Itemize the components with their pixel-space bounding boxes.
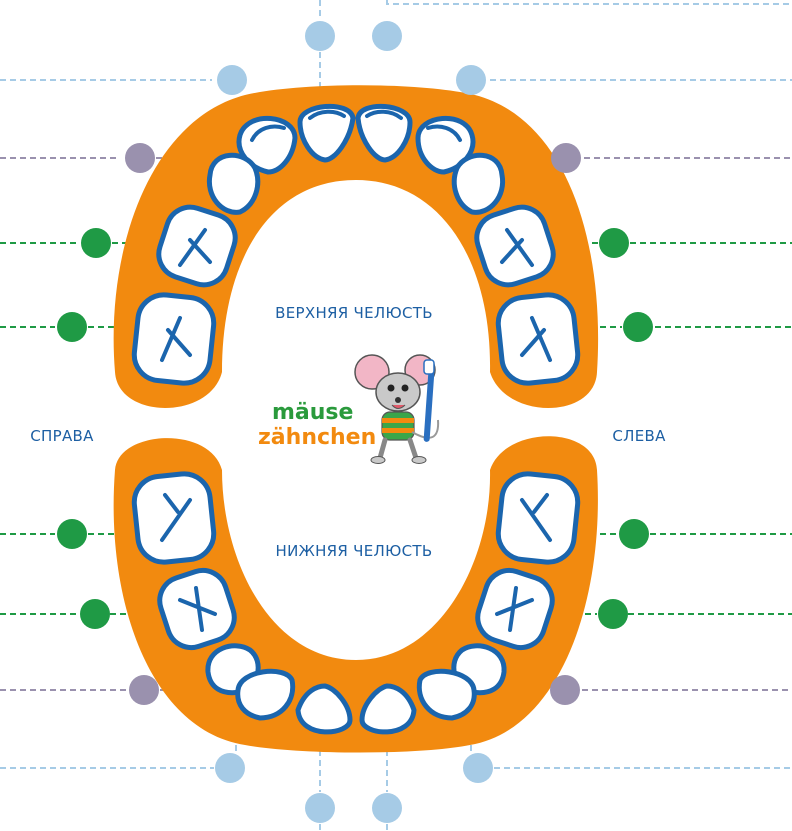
lower-molar-left-second[interactable] [495,471,581,565]
connector-lower-incisor-right-2 [0,725,237,769]
connector-upper-incisor-left-1 [386,0,792,5]
left-side-label: СЛЕВА [612,427,666,445]
dot-upper-molar-right-second[interactable] [57,312,87,342]
lower-molar-left-first[interactable] [472,564,559,653]
lower-molar-right-first[interactable] [154,564,241,653]
lower-jaw-label: НИЖНЯЯ ЧЕЛЮСТЬ [276,542,433,560]
upper-molar-right-first[interactable] [153,201,242,291]
dot-lower-canine-right[interactable] [129,675,159,705]
upper-canine-left[interactable] [451,152,506,215]
dot-lower-incisor-right-lateral[interactable] [215,753,245,783]
upper-incisor-left-lateral[interactable] [415,116,476,175]
lower-incisor-left-lateral[interactable] [416,668,477,721]
upper-molar-left-first[interactable] [471,201,560,291]
dot-upper-incisor-left-lateral[interactable] [456,65,486,95]
lower-incisor-right-central[interactable] [295,683,353,735]
toothbrush-icon [423,359,435,442]
dot-upper-incisor-right-lateral[interactable] [217,65,247,95]
upper-incisor-left-central[interactable] [355,103,413,163]
dot-upper-molar-right-first[interactable] [81,228,111,258]
connector-upper-incisor-left-2 [470,79,792,122]
upper-jaw-label: ВЕРХНЯЯ ЧЕЛЮСТЬ [275,304,433,322]
dot-lower-incisor-right-central[interactable] [305,793,335,823]
upper-teeth [131,103,581,386]
right-side-label: СПРАВА [30,427,94,445]
dot-upper-molar-left-first[interactable] [599,228,629,258]
lower-teeth [131,471,581,735]
connector-lower-incisor-left-2 [470,725,792,769]
dot-lower-molar-right-second[interactable] [57,519,87,549]
dot-upper-molar-left-second[interactable] [623,312,653,342]
mause-zahnchen-logo: mäuse zähnchen [258,354,440,464]
lower-incisor-right-lateral[interactable] [235,668,296,721]
dot-upper-incisor-left-central[interactable] [372,21,402,51]
upper-molar-left-second[interactable] [495,292,581,386]
dot-lower-molar-left-first[interactable] [598,599,628,629]
logo-line1: mäuse [272,400,353,425]
dot-lower-molar-left-second[interactable] [619,519,649,549]
logo-line2: zähnchen [258,425,376,450]
markers [57,21,653,823]
lower-molar-right-second[interactable] [131,471,217,565]
upper-molar-right-second[interactable] [131,292,217,386]
upper-incisor-right-central[interactable] [297,103,356,163]
lower-incisor-left-central[interactable] [359,683,417,735]
dot-lower-canine-left[interactable] [550,675,580,705]
dot-upper-canine-left[interactable] [551,143,581,173]
connector-upper-incisor-right-2 [0,79,237,122]
dot-upper-canine-right[interactable] [125,143,155,173]
dot-lower-incisor-left-central[interactable] [372,793,402,823]
dot-lower-incisor-left-lateral[interactable] [463,753,493,783]
dot-upper-incisor-right-central[interactable] [305,21,335,51]
dot-lower-molar-right-first[interactable] [80,599,110,629]
upper-canine-right[interactable] [206,152,261,215]
